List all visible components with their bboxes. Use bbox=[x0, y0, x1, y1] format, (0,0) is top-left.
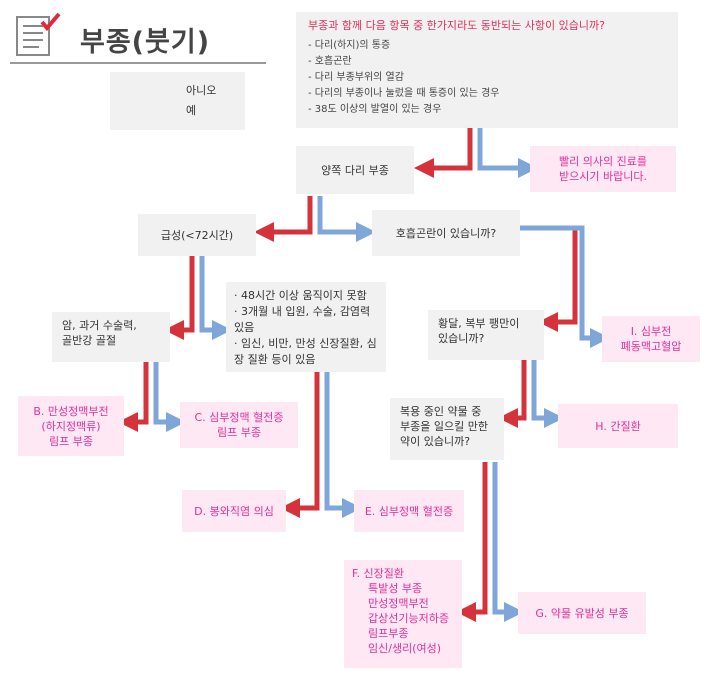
node-f: F. 신장질환 특발성 부종 만성정맥부전 갑상선기능저하증 림프부종 임신/생… bbox=[344, 560, 462, 668]
top-question-heading: 부종과 함께 다음 항목 중 한가지라도 동반되는 사항이 있습니까? bbox=[308, 19, 605, 32]
node-c: C. 심부정맥 혈전증 림프 부종 bbox=[180, 402, 298, 448]
arrow-risk-yes bbox=[324, 372, 362, 518]
arrow-cancer-yes bbox=[153, 362, 186, 432]
top-question-box: 부종과 함께 다음 항목 중 한가지라도 동반되는 사항이 있습니까? - 다리… bbox=[296, 12, 678, 128]
arrow-dysp-yes bbox=[520, 225, 610, 348]
page-title: 부종(붓기) bbox=[80, 27, 211, 58]
node-risk-factors: · 48시간 이상 움직이지 못함 · 3개월 내 입원, 수술, 감염력 있음… bbox=[226, 282, 386, 372]
list-item: · 48시간 이상 움직이지 못함 bbox=[234, 289, 367, 302]
arrow-dysp-no bbox=[538, 228, 578, 332]
node-e: E. 심부정맥 혈전증 bbox=[354, 490, 464, 532]
node-jaundice: 황달, 복부 팽만이 있습니까? bbox=[428, 310, 544, 360]
top-question-list: - 다리(하지)의 통증 - 호흡곤란 - 다리 부종부위의 열감 - 다리의 … bbox=[308, 38, 666, 118]
arrow-jaund-yes bbox=[531, 360, 564, 428]
node-b: B. 만성정맥부전 (하지정맥류) 림프 부종 bbox=[18, 396, 124, 456]
arrow-acute-yes bbox=[199, 256, 232, 340]
arrow-med-yes bbox=[492, 462, 524, 622]
node-acute: 급성(<72시간) bbox=[138, 214, 256, 256]
arrow-legs-no bbox=[254, 196, 313, 242]
node-cancer: 암, 과거 수술력, 골반강 골절 bbox=[52, 312, 170, 362]
node-both-legs: 양쪽 다리 부종 bbox=[296, 146, 414, 194]
see-doctor-line: 빨리 의사의 진료를 bbox=[559, 155, 647, 168]
title-underline bbox=[10, 62, 266, 64]
list-item: · 임신, 비만, 만성 신장질환, 심장 질환 등이 있음 bbox=[234, 337, 377, 366]
list-item: - 호흡곤란 bbox=[308, 56, 352, 67]
arrow-acute-no bbox=[164, 256, 195, 340]
arrow-jaund-no bbox=[498, 360, 527, 428]
list-item: · 3개월 내 입원, 수술, 감염력 있음 bbox=[234, 305, 371, 334]
arrow-risk-no bbox=[280, 372, 320, 518]
node-d: D. 봉와직염 의심 bbox=[182, 490, 286, 532]
list-item: - 다리(하지)의 통증 bbox=[308, 40, 391, 51]
node-dyspnea: 호흡곤란이 있습니까? bbox=[372, 210, 520, 256]
legend-yes-label: 예 bbox=[186, 104, 197, 117]
notepad-icon bbox=[14, 12, 62, 62]
node-see-doctor: 빨리 의사의 진료를 받으시기 바랍니다. bbox=[530, 146, 676, 192]
legend-no-label: 아니오 bbox=[186, 84, 217, 97]
node-pulmonary: I. 심부전 폐동맥고혈압 bbox=[602, 316, 700, 362]
arrow-med-no bbox=[456, 462, 488, 622]
see-doctor-line: 받으시기 바랍니다. bbox=[559, 170, 647, 183]
list-item: - 다리의 부종이나 눌렀을 때 통증이 있는 경우 bbox=[308, 88, 500, 99]
arrow-legs-yes bbox=[317, 196, 376, 242]
legend: 아니오 예 bbox=[110, 72, 245, 130]
arrow-cancer-no bbox=[118, 362, 149, 432]
arrow-top-yes bbox=[477, 128, 538, 178]
list-item: - 다리 부종부위의 열감 bbox=[308, 72, 404, 83]
list-item: - 38도 이상의 발열이 있는 경우 bbox=[308, 104, 442, 115]
node-medication: 복용 중인 약물 중 부종을 일으킬 만한 약이 있습니까? bbox=[390, 398, 504, 460]
node-h: H. 간질환 bbox=[558, 404, 678, 448]
node-g: G. 약물 유발성 부종 bbox=[518, 592, 646, 634]
arrow-top-no bbox=[414, 128, 473, 178]
